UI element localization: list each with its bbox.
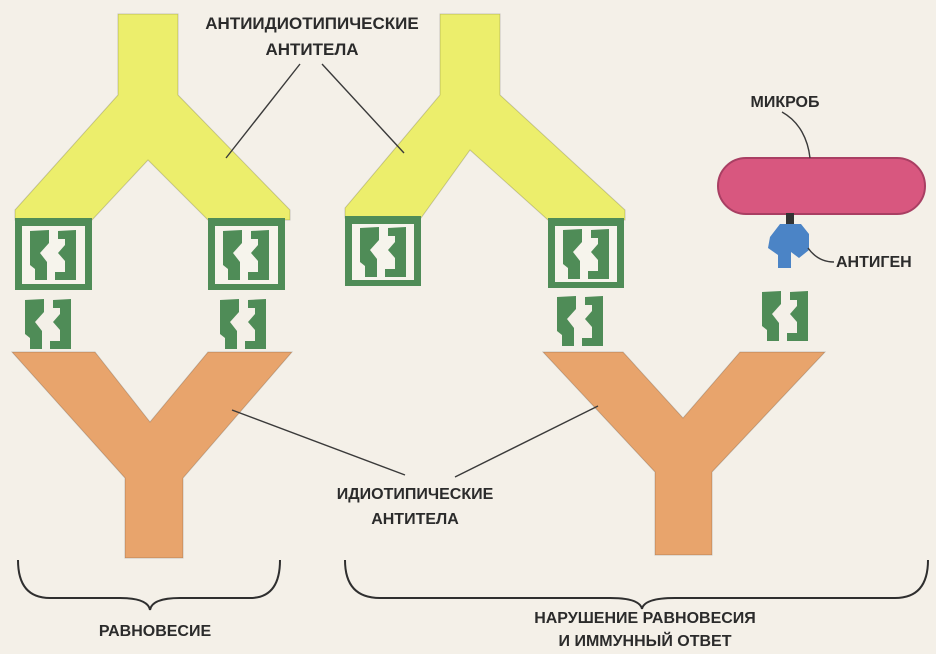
binding-site-box-4 bbox=[548, 218, 624, 288]
label-disruption-line1: НАРУШЕНИЕ РАВНОВЕСИЯ bbox=[534, 610, 756, 627]
label-anti-idiotypic-line2: АНТИТЕЛА bbox=[265, 40, 358, 59]
binding-site-box-3 bbox=[345, 216, 421, 286]
label-disruption-line2: И ИММУННЫЙ ОТВЕТ bbox=[559, 631, 732, 650]
label-equilibrium: РАВНОВЕСИЕ bbox=[99, 623, 212, 640]
label-idiotypic-line2: АНТИТЕЛА bbox=[371, 511, 459, 528]
label-microbe: МИКРОБ bbox=[751, 94, 820, 111]
label-antigen: АНТИГЕН bbox=[836, 254, 912, 271]
label-anti-idiotypic-line1: АНТИИДИОТИПИЧЕСКИЕ bbox=[205, 14, 418, 33]
binding-site-box-2 bbox=[208, 218, 285, 290]
label-idiotypic-line1: ИДИОТИПИЧЕСКИЕ bbox=[337, 486, 494, 503]
binding-site-box-1 bbox=[15, 218, 92, 290]
microbe bbox=[718, 158, 925, 214]
